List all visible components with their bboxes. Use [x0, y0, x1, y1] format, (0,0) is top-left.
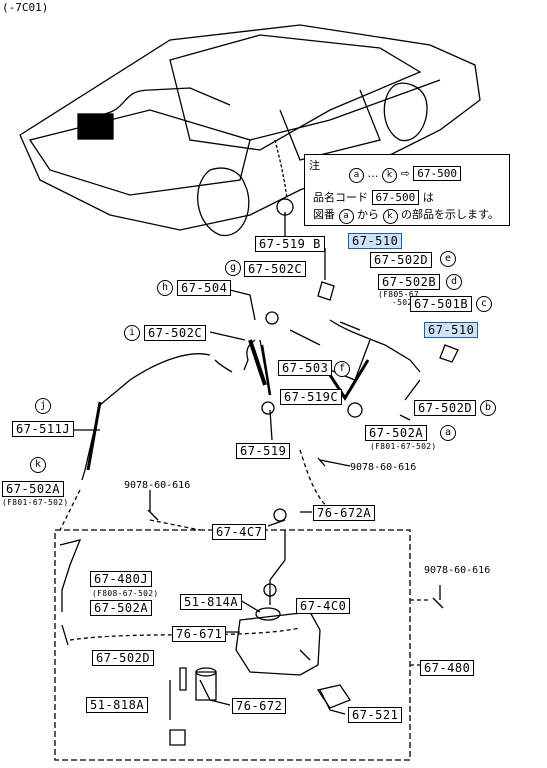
part-67-4C0[interactable]: 67-4C0: [296, 598, 351, 614]
note-line1-dots: …: [367, 167, 379, 180]
part-67-502A-2[interactable]: 67-502A: [90, 600, 153, 616]
part-51-818A[interactable]: 51-818A: [86, 697, 149, 713]
callout-g: g: [225, 260, 241, 276]
tank-bracket: [316, 684, 351, 709]
note-line1-arrow: ⇨: [400, 167, 410, 180]
part-9078-60-616-c[interactable]: 9078-60-616: [424, 565, 491, 576]
car-rear-wheel: [383, 82, 428, 142]
note-line3-prefix: 図番: [313, 208, 335, 221]
note-line3-to: k: [382, 209, 398, 224]
note-line1-from: a: [349, 168, 364, 183]
callout-i: i: [124, 325, 140, 341]
header-code: (-7C01): [2, 1, 49, 14]
part-76-672A[interactable]: 76-672A: [313, 505, 376, 521]
car-windshield: [169, 34, 422, 151]
washer-pump: [195, 671, 217, 701]
note-line2-prefix: 品名コード: [313, 191, 368, 204]
part-67-502A-a[interactable]: 67-502A: [365, 425, 428, 441]
part-9078-60-616-a[interactable]: 9078-60-616: [350, 462, 417, 473]
part-67-480[interactable]: 67-480: [420, 660, 475, 676]
part-67-502A-k[interactable]: 67-502A: [2, 481, 65, 497]
car-side: [249, 79, 441, 141]
dashed-box: [54, 529, 411, 761]
callout-e: e: [440, 251, 456, 267]
note-line2-suffix: は: [422, 191, 434, 204]
part-67-503[interactable]: 67-503: [278, 360, 333, 376]
washer-tank: [235, 611, 321, 676]
car-tank: [77, 113, 114, 140]
part-67-519[interactable]: 67-519: [236, 443, 291, 459]
part-76-672[interactable]: 76-672: [232, 698, 287, 714]
note-line3-mid: から: [357, 208, 379, 221]
note-line1-to: k: [382, 168, 397, 183]
nozzle-right: [439, 344, 459, 363]
part-67-502D-2[interactable]: 67-502D: [92, 650, 155, 666]
part-67-521[interactable]: 67-521: [348, 707, 403, 723]
part-67-519B[interactable]: 67-519 B: [255, 236, 325, 252]
part-9078-60-616-b[interactable]: 9078-60-616: [124, 480, 191, 491]
callout-h: h: [157, 280, 173, 296]
part-67-501B-c[interactable]: 67-501B: [410, 296, 473, 312]
callout-a: a: [440, 425, 456, 441]
note-mark: 注: [309, 159, 320, 172]
note-f805b: -502): [392, 298, 418, 307]
callout-j: j: [35, 398, 51, 414]
part-67-502D-b[interactable]: 67-502D: [414, 400, 477, 416]
part-67-502C-i[interactable]: 67-502C: [144, 325, 207, 341]
part-67-504-h[interactable]: 67-504: [177, 280, 232, 296]
part-67-519C[interactable]: 67-519C: [280, 389, 343, 405]
part-67-502B-d[interactable]: 67-502B: [378, 274, 441, 290]
note-f808: (F808-67-502): [92, 589, 159, 598]
note-f801b: (F801-67-502): [2, 498, 69, 507]
car-outline: [19, 24, 481, 231]
note-line3-suffix: の部品を示します。: [401, 208, 499, 221]
callout-c: c: [476, 296, 492, 312]
note-f805: (F805-67: [378, 290, 419, 299]
note-box: 注 a … k ⇨ 67-500 品名コード 67-500 は 図番 a から …: [304, 154, 510, 226]
part-51-814A[interactable]: 51-814A: [180, 594, 243, 610]
car-hood: [28, 109, 251, 196]
callout-f: f: [334, 361, 350, 377]
part-76-671[interactable]: 76-671: [172, 626, 227, 642]
car-door: [279, 89, 381, 161]
note-line1-ref: 67-500: [413, 166, 461, 181]
callout-d: d: [446, 274, 462, 290]
part-67-4C7[interactable]: 67-4C7: [212, 524, 267, 540]
part-67-510-top[interactable]: 67-510: [348, 233, 403, 249]
callout-b: b: [480, 400, 496, 416]
part-67-502D-e[interactable]: 67-502D: [370, 252, 433, 268]
callout-k: k: [30, 457, 46, 473]
part-67-502C-g[interactable]: 67-502C: [244, 261, 307, 277]
note-f801: (F801-67-502): [370, 442, 437, 451]
part-67-510-mid[interactable]: 67-510: [424, 322, 479, 338]
nozzle-left: [317, 281, 335, 301]
note-line2-ref: 67-500: [371, 190, 420, 205]
note-line3-from: a: [338, 209, 354, 224]
part-67-511J[interactable]: 67-511J: [12, 421, 75, 437]
car-front-wheel: [197, 167, 250, 237]
part-67-480J[interactable]: 67-480J: [90, 571, 153, 587]
car-hose: [99, 87, 231, 116]
